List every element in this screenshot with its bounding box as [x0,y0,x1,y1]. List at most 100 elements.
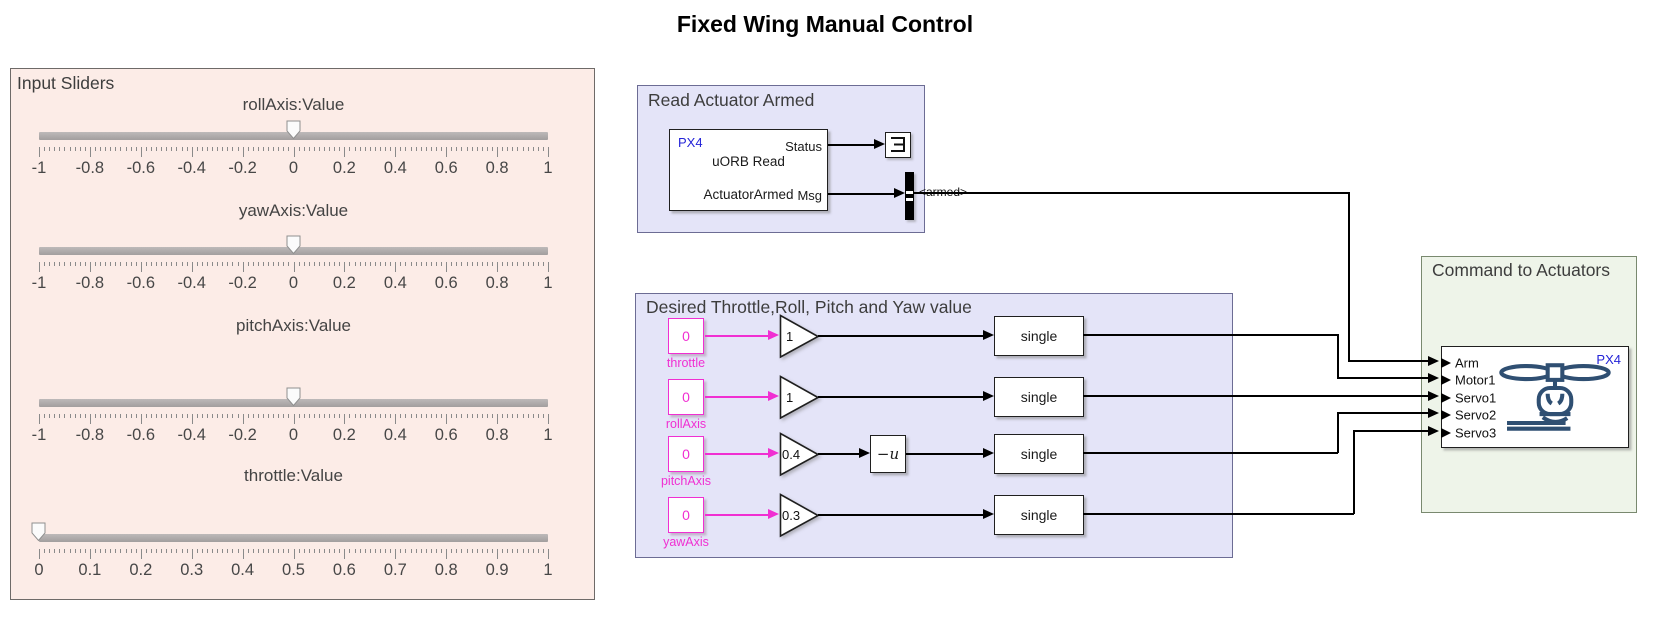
slider-minor-tick [339,147,341,151]
slider-minor-tick [476,414,478,418]
slider-minor-tick [257,262,259,266]
cast-single-throttle-block[interactable]: single [994,316,1084,356]
slider-minor-tick [181,549,183,553]
slider-minor-tick [130,262,132,266]
slider-minor-tick [64,147,66,151]
constant-rollaxis-block[interactable]: 0 [668,379,704,415]
slider-minor-tick [354,414,356,418]
wire-throttle-const[interactable] [705,335,769,337]
slider-major-tick [191,147,193,157]
slider-minor-tick [512,549,514,553]
area-input-sliders[interactable]: Input Sliders rollAxis:Value -1-0.8-0.6-… [10,68,595,600]
slider-minor-tick [273,262,275,266]
slider-minor-tick [166,147,168,151]
slider-minor-tick [369,147,371,151]
slider-minor-tick [135,549,137,553]
slider-handle[interactable] [286,120,302,140]
wire-rollaxis-out-arrowhead [1428,390,1439,401]
wire-pitchaxis-out[interactable] [1337,412,1339,453]
slider-minor-tick [69,549,71,553]
slider-minor-tick [512,262,514,266]
wire-pitchaxis-out[interactable] [1337,412,1428,414]
slider-minor-tick [430,147,432,151]
slider-minor-tick [186,549,188,553]
slider-minor-tick [461,262,463,266]
cast-single-yawaxis-block[interactable]: single [994,495,1084,535]
constant-pitchaxis-block[interactable]: 0 [668,436,704,472]
slider-handle[interactable] [286,235,302,255]
wire-throttle-out[interactable] [1083,334,1338,336]
gain-pitchaxis-block[interactable] [779,432,820,477]
slider-minor-tick [145,147,147,151]
wire-throttle-out[interactable] [1337,377,1428,379]
slider-minor-tick [237,549,239,553]
wire-msg[interactable] [828,193,895,195]
slider-minor-tick [120,414,122,418]
slider-minor-tick [257,414,259,418]
wire-throttle-out[interactable] [1337,334,1339,378]
slider-minor-tick [262,262,264,266]
wire-rollaxis-const[interactable] [705,396,769,398]
constant-yawaxis-name[interactable]: yawAxis [663,535,709,549]
wire-status[interactable] [828,144,875,146]
wire-pitchaxis-const[interactable] [705,453,769,455]
cast-single-pitchaxis-block[interactable]: single [994,434,1084,474]
wire-armed[interactable] [1348,360,1428,362]
gain-rollaxis-block[interactable] [779,375,820,420]
constant-yawaxis-block[interactable]: 0 [668,497,704,533]
wire-pitchaxis-out[interactable] [1083,452,1338,454]
slider-track[interactable] [39,534,548,542]
gain-yawaxis-block[interactable] [779,493,820,538]
slider-minor-tick [217,147,219,151]
wire-rollaxis-out[interactable] [1083,395,1428,397]
wire-pitchaxis-neg[interactable] [906,453,983,455]
slider-minor-tick [79,549,81,553]
wire-armed[interactable] [913,192,1348,194]
slider-minor-tick [176,147,178,151]
area-read-actuator-armed[interactable]: Read Actuator Armed PX4 uORB Read Actuat… [637,85,967,233]
slider-major-tick [446,414,448,424]
slider-minor-tick [374,262,376,266]
port-servo3-label: Servo3 [1455,425,1497,441]
wire-rollaxis-gain[interactable] [818,396,983,398]
px4-actuator-block[interactable]: PX4 Arm Motor1 Servo1 Servo2 Servo3 [1441,346,1629,448]
wire-yawaxis-out[interactable] [1083,513,1354,515]
constant-throttle-name[interactable]: throttle [666,356,706,370]
slider-tick-label: 0.1 [78,561,102,579]
slider-minor-tick [135,147,137,151]
slider-minor-tick [273,549,275,553]
wire-yawaxis-out[interactable] [1353,430,1355,514]
wire-yawaxis-gain[interactable] [818,514,983,516]
slider-minor-tick [359,549,361,553]
unary-minus-block[interactable]: −u [870,435,906,473]
cast-single-rollaxis-block[interactable]: single [994,377,1084,417]
slider-minor-tick [405,262,407,266]
area-command-to-actuators[interactable]: Command to Actuators PX4 Arm Motor1 Serv… [1421,256,1637,513]
slider-minor-tick [380,262,382,266]
terminator-block[interactable] [885,132,911,158]
slider-minor-tick [59,549,61,553]
area-desired-values[interactable]: Desired Throttle,Roll, Pitch and Yaw val… [635,293,1233,558]
slider-handle[interactable] [31,522,47,542]
wire-yawaxis-out[interactable] [1353,430,1428,432]
wire-yawaxis-const[interactable] [705,514,769,516]
slider-minor-tick [252,549,254,553]
slider-minor-tick [374,414,376,418]
slider-handle[interactable] [286,387,302,407]
constant-throttle-block[interactable]: 0 [668,318,704,354]
constant-pitchaxis-name[interactable]: pitchAxis [660,474,712,488]
constant-rollaxis-name[interactable]: rollAxis [665,417,707,431]
slider-minor-tick [502,549,504,553]
bus-selector-block[interactable] [905,172,914,220]
wire-armed[interactable] [1348,192,1350,361]
gain-throttle-block[interactable] [779,314,820,359]
wire-throttle-gain[interactable] [818,335,983,337]
slider-minor-tick [349,414,351,418]
uorb-read-block[interactable]: PX4 uORB Read ActuatorArmed Status Msg [669,129,828,211]
slider-tick-label: -0.8 [75,159,105,177]
wire-pitchaxis-gain[interactable] [818,453,859,455]
slider-minor-tick [94,147,96,151]
